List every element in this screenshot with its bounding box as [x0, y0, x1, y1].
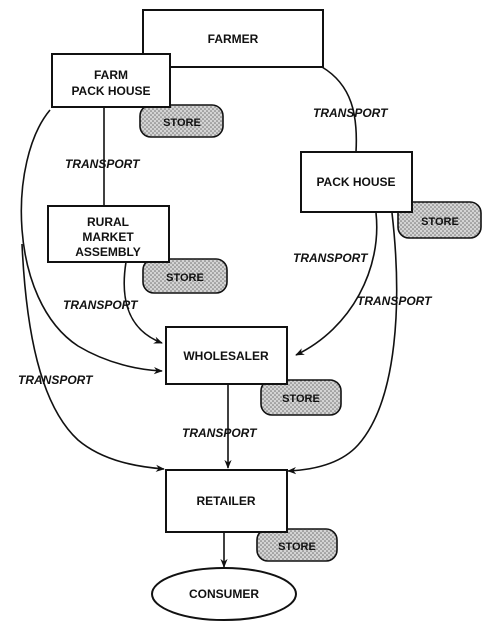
consumer-label: CONSUMER — [189, 587, 259, 601]
transport-label: TRANSPORT — [65, 157, 141, 171]
flow-lines — [20, 66, 398, 568]
farmer-node: FARMER — [142, 9, 324, 68]
store-badge — [256, 528, 338, 562]
wholesaler-box — [165, 326, 288, 385]
flow-pack-house-to-wholesaler — [295, 212, 378, 356]
store-badge — [260, 379, 342, 416]
store-label: STORE — [282, 393, 320, 405]
consumer-node: CONSUMER — [151, 567, 297, 621]
flow-pack-house-to-retailer — [287, 212, 398, 475]
farm-pack-house-label-line-1: FARM — [94, 68, 128, 82]
flow-rural-to-wholesaler — [123, 261, 163, 344]
store-label: STORE — [421, 216, 459, 228]
flow-farm-pack-to-wholesaler — [20, 109, 163, 375]
transport-label: TRANSPORT — [357, 294, 433, 308]
retailer-box — [165, 469, 288, 533]
transport-labels: TRANSPORT TRANSPORT TRANSPORT TRANSPORT … — [18, 106, 433, 440]
wholesaler-node: STORE WHOLESALER — [165, 326, 342, 416]
rural-market-assembly-label-line-1: RURAL — [87, 215, 129, 229]
transport-label: TRANSPORT — [182, 426, 258, 440]
pack-house-label: PACK HOUSE — [316, 175, 395, 189]
rural-market-assembly-label-line-3: ASSEMBLY — [75, 245, 141, 259]
retailer-node: STORE RETAILER — [165, 469, 338, 562]
rural-market-assembly-label-line-2: MARKET — [82, 230, 134, 244]
flow-farmer-to-pack-house — [321, 66, 358, 153]
farm-pack-house-node: STORE FARM PACK HOUSE — [51, 53, 224, 138]
farm-pack-house-box — [51, 53, 171, 108]
store-label: STORE — [278, 541, 316, 553]
flow-farm-pack-to-retailer — [21, 243, 165, 472]
store-badge — [397, 201, 482, 239]
consumer-ellipse — [151, 567, 297, 621]
pack-house-box — [300, 151, 413, 213]
transport-label: TRANSPORT — [18, 373, 94, 387]
rural-market-assembly-node: STORE RURAL MARKET ASSEMBLY — [47, 205, 228, 294]
store-label: STORE — [166, 272, 204, 284]
rural-market-assembly-box — [47, 205, 170, 263]
transport-label: TRANSPORT — [313, 106, 389, 120]
store-label: STORE — [163, 117, 201, 129]
farm-pack-house-label-line-2: PACK HOUSE — [71, 84, 150, 98]
pack-house-node: STORE PACK HOUSE — [300, 151, 482, 239]
transport-label: TRANSPORT — [63, 298, 139, 312]
transport-label: TRANSPORT — [293, 251, 369, 265]
retailer-label: RETAILER — [196, 494, 255, 508]
farmer-label: FARMER — [208, 32, 259, 46]
wholesaler-label: WHOLESALER — [183, 349, 269, 363]
store-badge — [142, 258, 228, 294]
farmer-box — [142, 9, 324, 68]
store-badge — [139, 104, 224, 138]
